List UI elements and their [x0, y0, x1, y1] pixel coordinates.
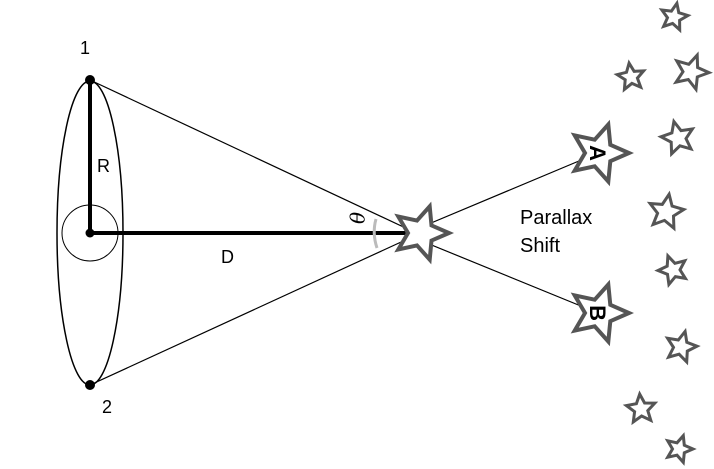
projection-line-a — [411, 152, 599, 232]
sight-line-upper — [89, 79, 413, 232]
star-b-icon — [570, 279, 634, 347]
star-a-icon — [570, 119, 634, 187]
star-a-label: A — [585, 145, 610, 161]
radius-label: R — [97, 156, 110, 176]
sun-dot — [85, 228, 95, 238]
point-2-label: 2 — [102, 397, 112, 417]
background-star-icon-8 — [622, 390, 659, 426]
background-star-icon-4 — [657, 117, 696, 158]
stars-layer: AB — [394, 0, 713, 466]
point-1-label: 1 — [80, 38, 90, 58]
star-b-label: B — [585, 305, 610, 321]
distance-label: D — [221, 247, 234, 267]
background-star-icon-1 — [658, 0, 692, 34]
nearby-star-icon — [394, 201, 455, 265]
background-star-icon-6 — [654, 252, 689, 288]
angle-arc — [372, 218, 379, 249]
background-star-icon-7 — [664, 327, 701, 366]
shift-label-line1: Parallax — [520, 207, 592, 229]
shift-label-line2: Shift — [520, 235, 560, 257]
background-star-icon-2 — [613, 59, 647, 93]
position-dot-2 — [85, 380, 95, 390]
sight-line-lower — [89, 236, 413, 386]
position-dot-1 — [85, 75, 95, 85]
projection-line-b — [411, 236, 599, 314]
background-star-icon-3 — [672, 51, 713, 94]
angle-label: θ — [346, 212, 370, 224]
background-star-icon-5 — [646, 190, 688, 232]
background-star-icon-9 — [664, 432, 697, 466]
